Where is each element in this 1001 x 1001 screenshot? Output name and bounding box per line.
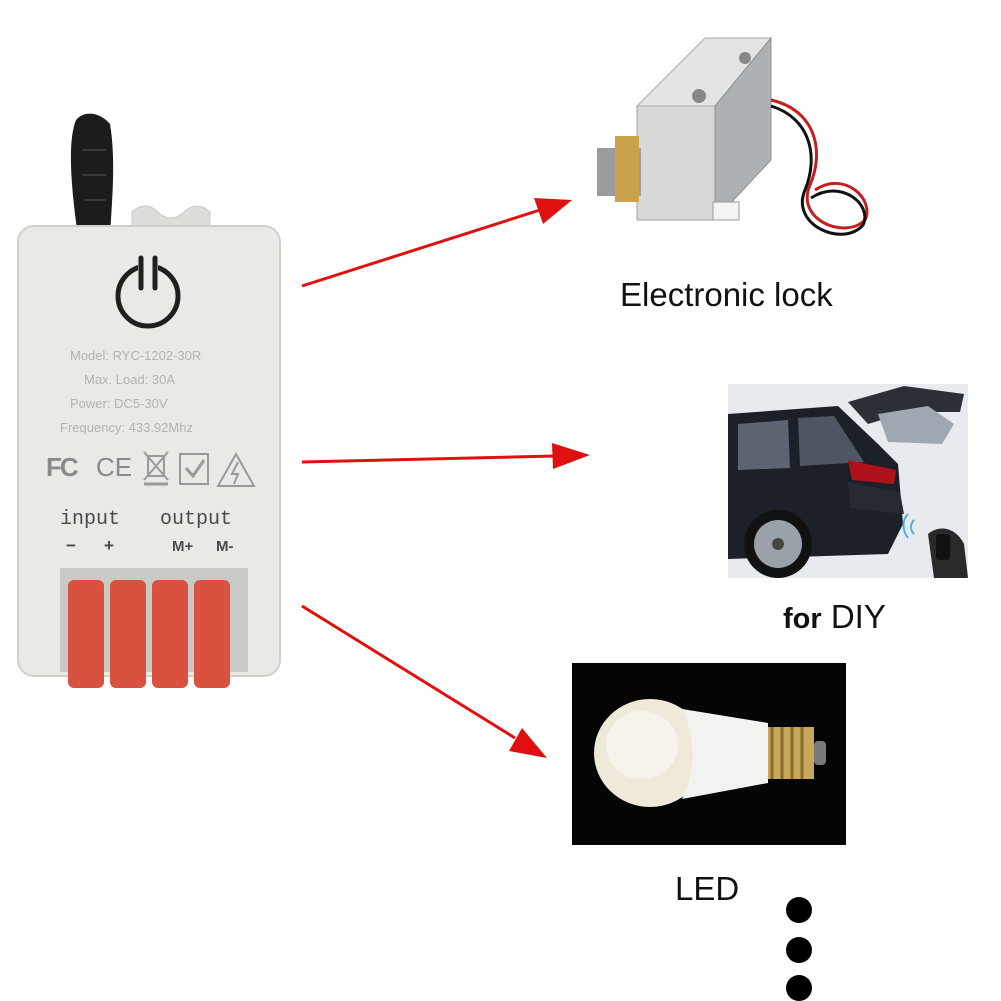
- car-tailgate-image: [728, 384, 968, 578]
- terminal-plus-label: +: [104, 536, 114, 555]
- trash-bin-crossed-icon: [143, 451, 169, 486]
- terminal-levers: [68, 580, 230, 688]
- max-load-text: Max. Load: 30A: [84, 372, 176, 387]
- arrow-to-car: [301, 443, 590, 469]
- output-label: output: [160, 508, 233, 531]
- diy-caption: for DIY: [783, 598, 886, 636]
- warning-triangle-icon: [216, 451, 256, 487]
- ce-logo: CE: [96, 452, 133, 482]
- electronic-lock-image: [597, 36, 869, 236]
- led-caption: LED: [675, 870, 740, 907]
- diy-caption-text: DIY: [830, 598, 886, 635]
- frequency-text: Frequency: 433.92Mhz: [60, 420, 193, 435]
- led-bulb-image: [572, 663, 846, 845]
- rohs-check-icon: [179, 453, 209, 485]
- power-text: Power: DC5-30V: [70, 396, 168, 411]
- input-label: input: [60, 508, 121, 531]
- fc-logo: FC: [46, 452, 79, 482]
- terminal-minus-label: −: [66, 536, 76, 555]
- arrow-to-lock: [301, 198, 572, 288]
- dot-1: [786, 897, 812, 923]
- terminal-mplus-label: M+: [172, 538, 194, 555]
- arrow-to-led: [301, 604, 547, 758]
- diy-caption-for: for: [783, 603, 822, 635]
- electronic-lock-caption: Electronic lock: [620, 276, 833, 313]
- model-text: Model: RYC-1202-30R: [70, 348, 202, 363]
- power-ring-icon: [115, 255, 181, 329]
- dot-2: [786, 937, 812, 963]
- dot-3: [786, 975, 812, 1001]
- device-label: Model: RYC-1202-30R Max. Load: 30A Power…: [60, 344, 280, 440]
- relay-module-image: [17, 113, 281, 688]
- terminal-mminus-label: M-: [216, 538, 234, 555]
- device-body: [17, 225, 281, 677]
